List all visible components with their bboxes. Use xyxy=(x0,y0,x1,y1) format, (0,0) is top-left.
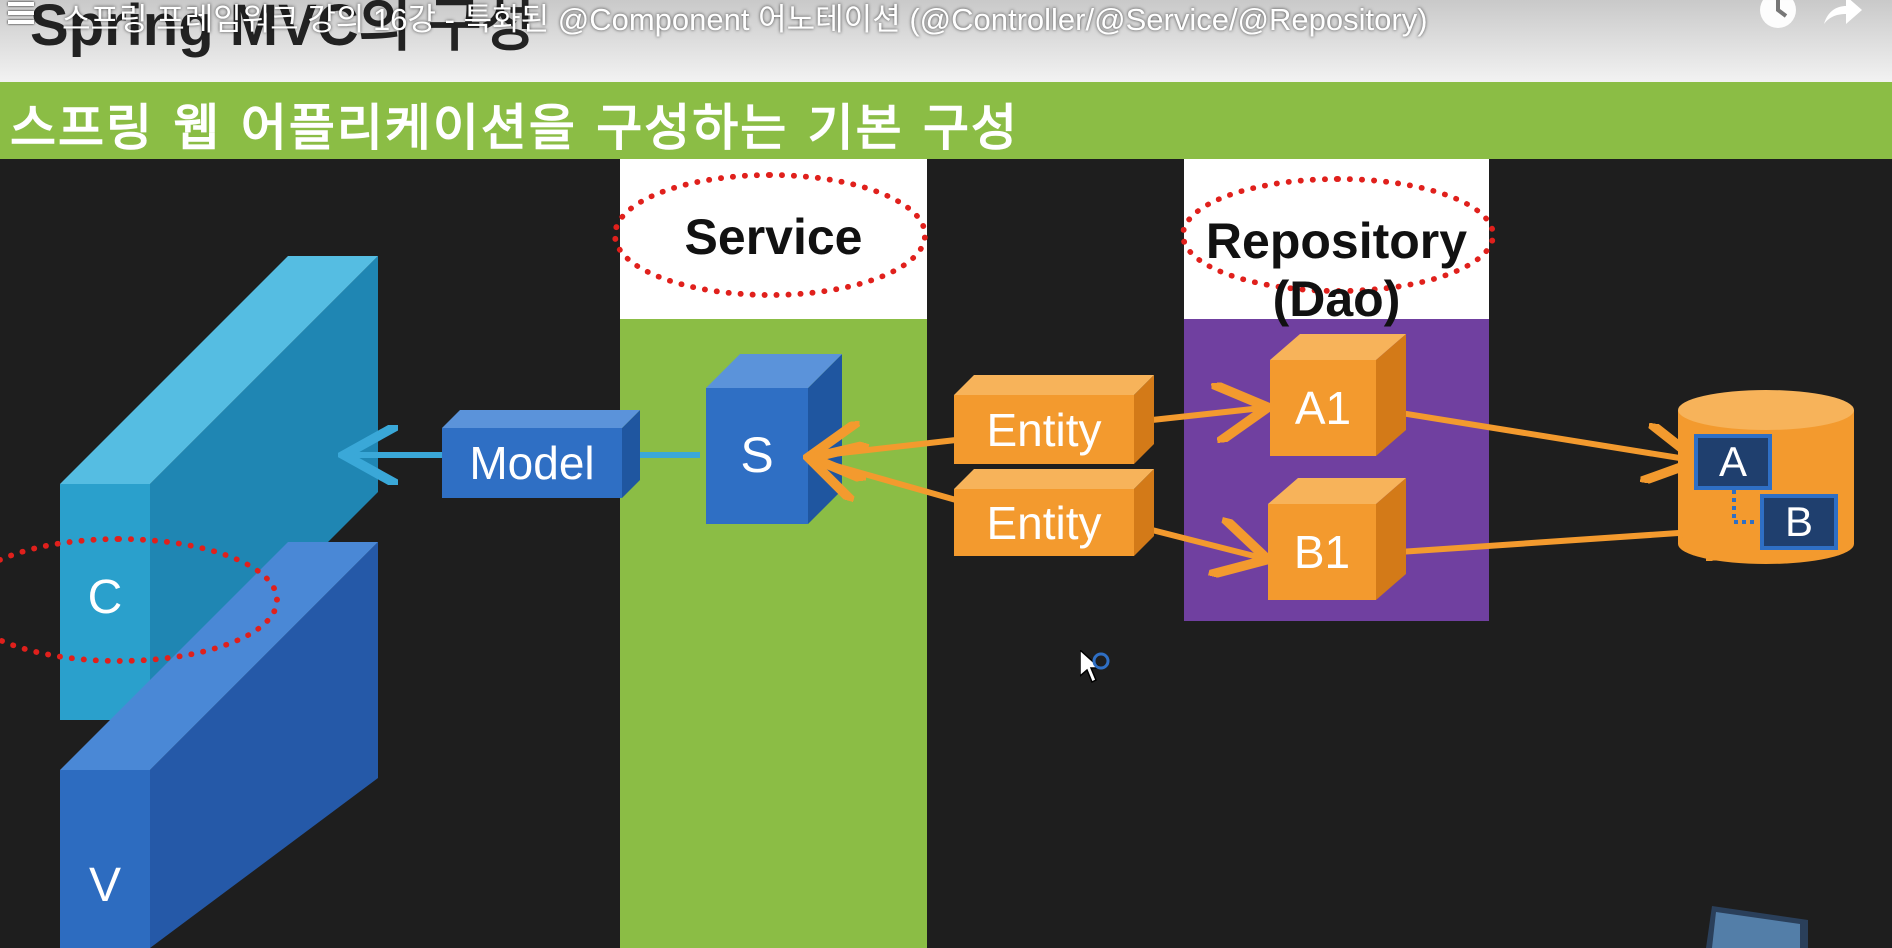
share-icon[interactable] xyxy=(1820,0,1864,34)
subtitle-bar xyxy=(0,82,1892,159)
repo-block-b1 xyxy=(1268,478,1406,600)
repository-label-line2: (Dao) xyxy=(1272,271,1401,327)
slide-subtitle: 스프링 웹 어플리케이션을 구성하는 기본 구성 xyxy=(10,99,1020,157)
repo-block-a1 xyxy=(1270,334,1406,456)
entity-block-2 xyxy=(954,469,1154,556)
entity-label-2: Entity xyxy=(986,497,1102,549)
controller-label: C xyxy=(87,571,123,624)
view-label: V xyxy=(88,859,121,912)
service-column-label: Service xyxy=(684,209,863,265)
repository-highlight-ellipse xyxy=(1180,176,1496,294)
entity-block-1 xyxy=(954,375,1154,464)
mouse-cursor-icon xyxy=(1080,650,1110,684)
model-label: Model xyxy=(469,437,595,489)
entity1-to-a1-arrow xyxy=(1151,408,1262,420)
slide-title: Spring MVC의 구성 xyxy=(30,0,535,58)
slide-header: Spring MVC의 구성 스프링 프레임워크 강의 16강 - 특화된 @C… xyxy=(0,0,1892,82)
menu-icon[interactable] xyxy=(8,2,34,24)
repo-b1-label: B1 xyxy=(1293,526,1351,578)
entity-label-1: Entity xyxy=(986,404,1102,456)
service-block-label: S xyxy=(740,427,774,483)
model-block xyxy=(442,410,640,498)
repository-column-label: Repository (Dao) xyxy=(1184,212,1489,328)
a1-to-db-arrow xyxy=(1369,405,1692,460)
db-table-b-label: B xyxy=(1784,498,1813,545)
service-highlight-ellipse xyxy=(612,172,928,298)
watch-later-icon[interactable] xyxy=(1756,0,1800,34)
laptop-icon xyxy=(1706,906,1808,948)
video-title[interactable]: 스프링 프레임워크 강의 16강 - 특화된 @Component 어노테이션 … xyxy=(62,2,1428,37)
database-icon xyxy=(1678,390,1854,564)
controller-highlight-ellipse xyxy=(0,536,280,664)
entity2-to-b1-arrow xyxy=(1151,530,1262,558)
repository-label-line1: Repository xyxy=(1205,213,1468,269)
repo-a1-label: A1 xyxy=(1294,382,1352,434)
view-block xyxy=(60,542,378,948)
entity2-to-service-arrow xyxy=(815,460,957,503)
db-table-a-label: A xyxy=(1718,438,1747,485)
